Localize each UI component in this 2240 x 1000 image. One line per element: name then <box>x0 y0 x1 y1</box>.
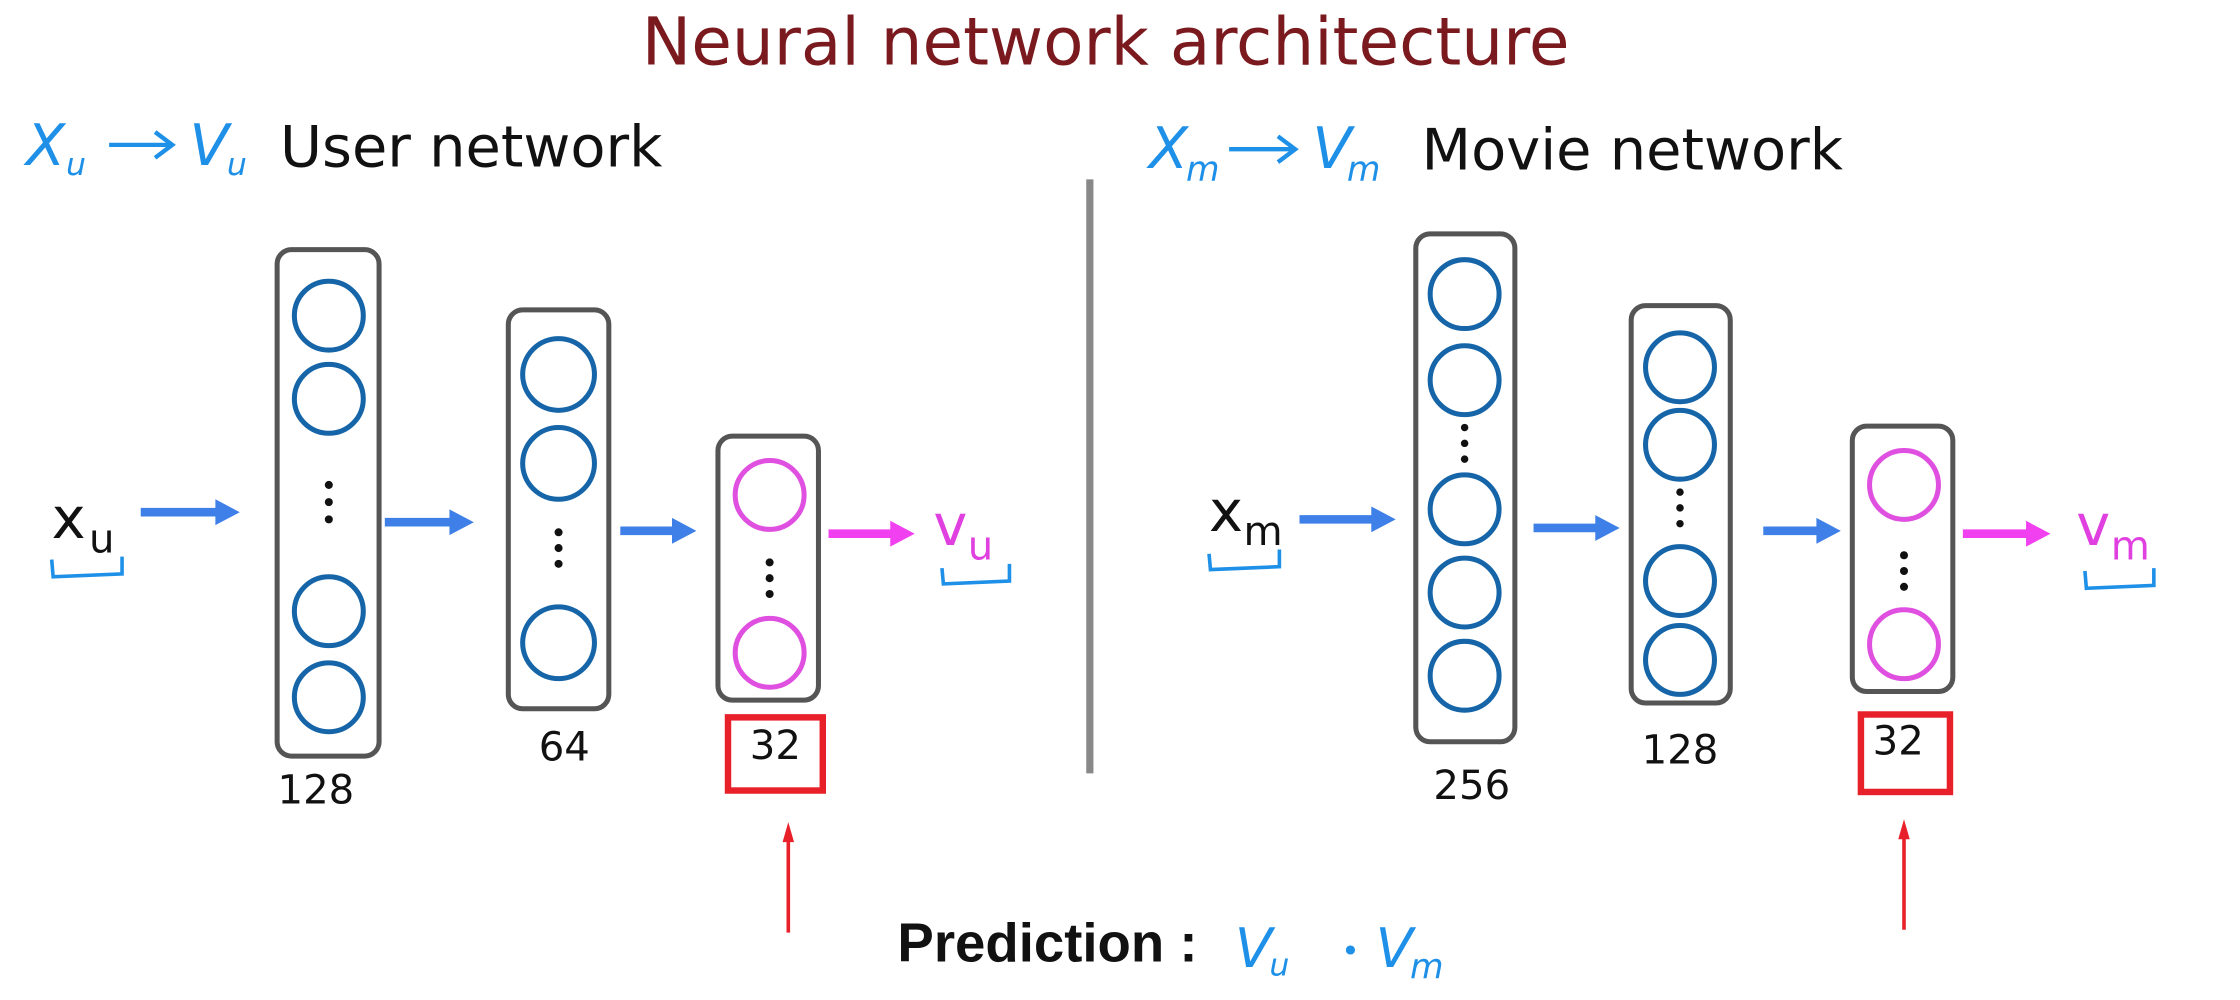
prediction-lhs-sub: u <box>1269 948 1289 984</box>
neuron <box>1427 472 1502 547</box>
movie-layer-1-units: 256 <box>1433 763 1510 809</box>
diagram-title: Neural network architecture <box>642 4 1570 81</box>
movie-layer-2-units: 128 <box>1642 727 1719 773</box>
movie-arrow-2-3 <box>1763 517 1841 544</box>
user-annotation-from-sub: u <box>66 147 86 183</box>
neuron <box>1427 638 1502 713</box>
neuron <box>1643 330 1717 405</box>
movie-output-underbrace <box>2083 568 2156 591</box>
user-output-sub: u <box>968 524 993 570</box>
movie-output-symbol: v <box>2076 492 2110 559</box>
movie-annotation-from-sub: m <box>1186 150 1220 190</box>
movie-annotation-to: V <box>1312 115 1355 182</box>
neuron <box>1643 544 1717 619</box>
neuron <box>291 574 366 649</box>
arrow-right-icon <box>109 130 176 160</box>
user-network: X u V u User network x u 128 <box>23 112 1012 933</box>
movie-network: X m V m Movie network x m 25 <box>1146 115 2156 930</box>
user-arrow-1-2 <box>384 509 474 536</box>
neuron <box>1643 407 1717 482</box>
user-output-underbrace <box>940 563 1012 586</box>
user-input-symbol: x <box>52 485 86 552</box>
neuron <box>520 336 597 413</box>
prediction-rhs: V <box>1376 916 1417 980</box>
prediction-formula: Prediction : V u • V m <box>897 912 1443 987</box>
user-arrow-input <box>140 499 240 526</box>
movie-network-heading: Movie network <box>1422 116 1844 183</box>
user-layer-1-units: 128 <box>278 767 355 813</box>
movie-layer-1 <box>1413 231 1518 745</box>
prediction-lhs: V <box>1235 916 1276 980</box>
movie-layer-2 <box>1628 303 1733 706</box>
user-layer-3-units: 32 <box>750 723 801 769</box>
movie-arrow-output <box>1962 520 2051 547</box>
neuron <box>291 361 366 436</box>
user-annotation-to: V <box>190 112 233 179</box>
user-arrow-2-3 <box>620 517 697 544</box>
movie-highlight-arrow-up-icon <box>1898 819 1910 930</box>
neuron <box>520 604 597 682</box>
user-layer-3 <box>715 433 821 703</box>
prediction-label: Prediction : <box>897 912 1197 973</box>
movie-annotation-from: X <box>1146 115 1190 182</box>
user-highlight-arrow-up-icon <box>782 822 795 933</box>
movie-input-sub: m <box>1243 509 1282 555</box>
user-layer-2 <box>505 307 612 712</box>
user-annotation: X u V u <box>23 112 247 183</box>
neuron <box>1643 623 1717 697</box>
prediction-operator: • <box>1341 933 1360 969</box>
neuron <box>291 278 366 353</box>
user-layer-1 <box>274 247 382 759</box>
neuron <box>520 425 597 502</box>
prediction-rhs-sub: m <box>1410 947 1444 987</box>
user-arrow-output <box>828 520 915 547</box>
movie-input-underbrace <box>1207 549 1282 572</box>
neuron <box>1427 555 1502 630</box>
user-annotation-to-sub: u <box>227 147 247 183</box>
arrow-right-icon <box>1229 134 1299 164</box>
user-layer-3-highlight-box <box>724 714 826 794</box>
movie-layer-3 <box>1849 423 1956 695</box>
movie-output-sub: m <box>2111 524 2150 570</box>
movie-arrow-input <box>1299 506 1396 533</box>
movie-layer-3-units: 32 <box>1873 719 1924 765</box>
movie-annotation: X m V m <box>1146 115 1381 190</box>
neuron <box>1427 343 1502 418</box>
output-neuron <box>1867 607 1941 682</box>
user-network-heading: User network <box>280 113 663 180</box>
neuron <box>291 660 366 735</box>
neuron <box>1427 257 1502 332</box>
movie-layer-3-highlight-box <box>1857 711 1954 796</box>
user-input-sub: u <box>89 516 114 562</box>
movie-annotation-to-sub: m <box>1347 150 1381 190</box>
output-neuron <box>732 615 807 690</box>
output-neuron <box>1867 447 1941 522</box>
user-annotation-from: X <box>23 112 67 179</box>
user-layer-2-units: 64 <box>539 724 590 770</box>
movie-input-symbol: x <box>1209 478 1243 545</box>
user-output-symbol: v <box>933 492 967 559</box>
user-input-underbrace <box>49 556 124 579</box>
output-neuron <box>732 458 807 532</box>
movie-arrow-1-2 <box>1533 515 1620 541</box>
